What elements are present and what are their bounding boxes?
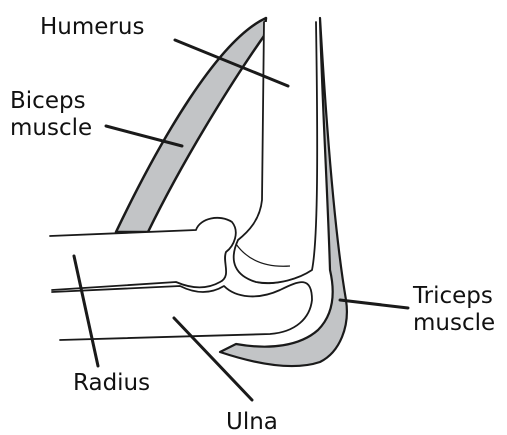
biceps-muscle [116,18,266,232]
label-biceps-line2: muscle [10,115,92,142]
label-ulna: Ulna [226,409,278,435]
label-triceps-line2: muscle [413,310,495,337]
label-triceps-line1: Triceps [413,283,495,310]
label-triceps-muscle: Triceps muscle [413,283,495,337]
label-radius: Radius [73,370,150,397]
label-humerus-text: Humerus [40,14,144,41]
triceps-leader-line [340,300,408,308]
label-biceps-muscle: Biceps muscle [10,88,92,142]
label-radius-text: Radius [73,370,150,397]
label-ulna-text: Ulna [226,409,278,435]
label-humerus: Humerus [40,14,144,41]
label-biceps-line1: Biceps [10,88,92,115]
